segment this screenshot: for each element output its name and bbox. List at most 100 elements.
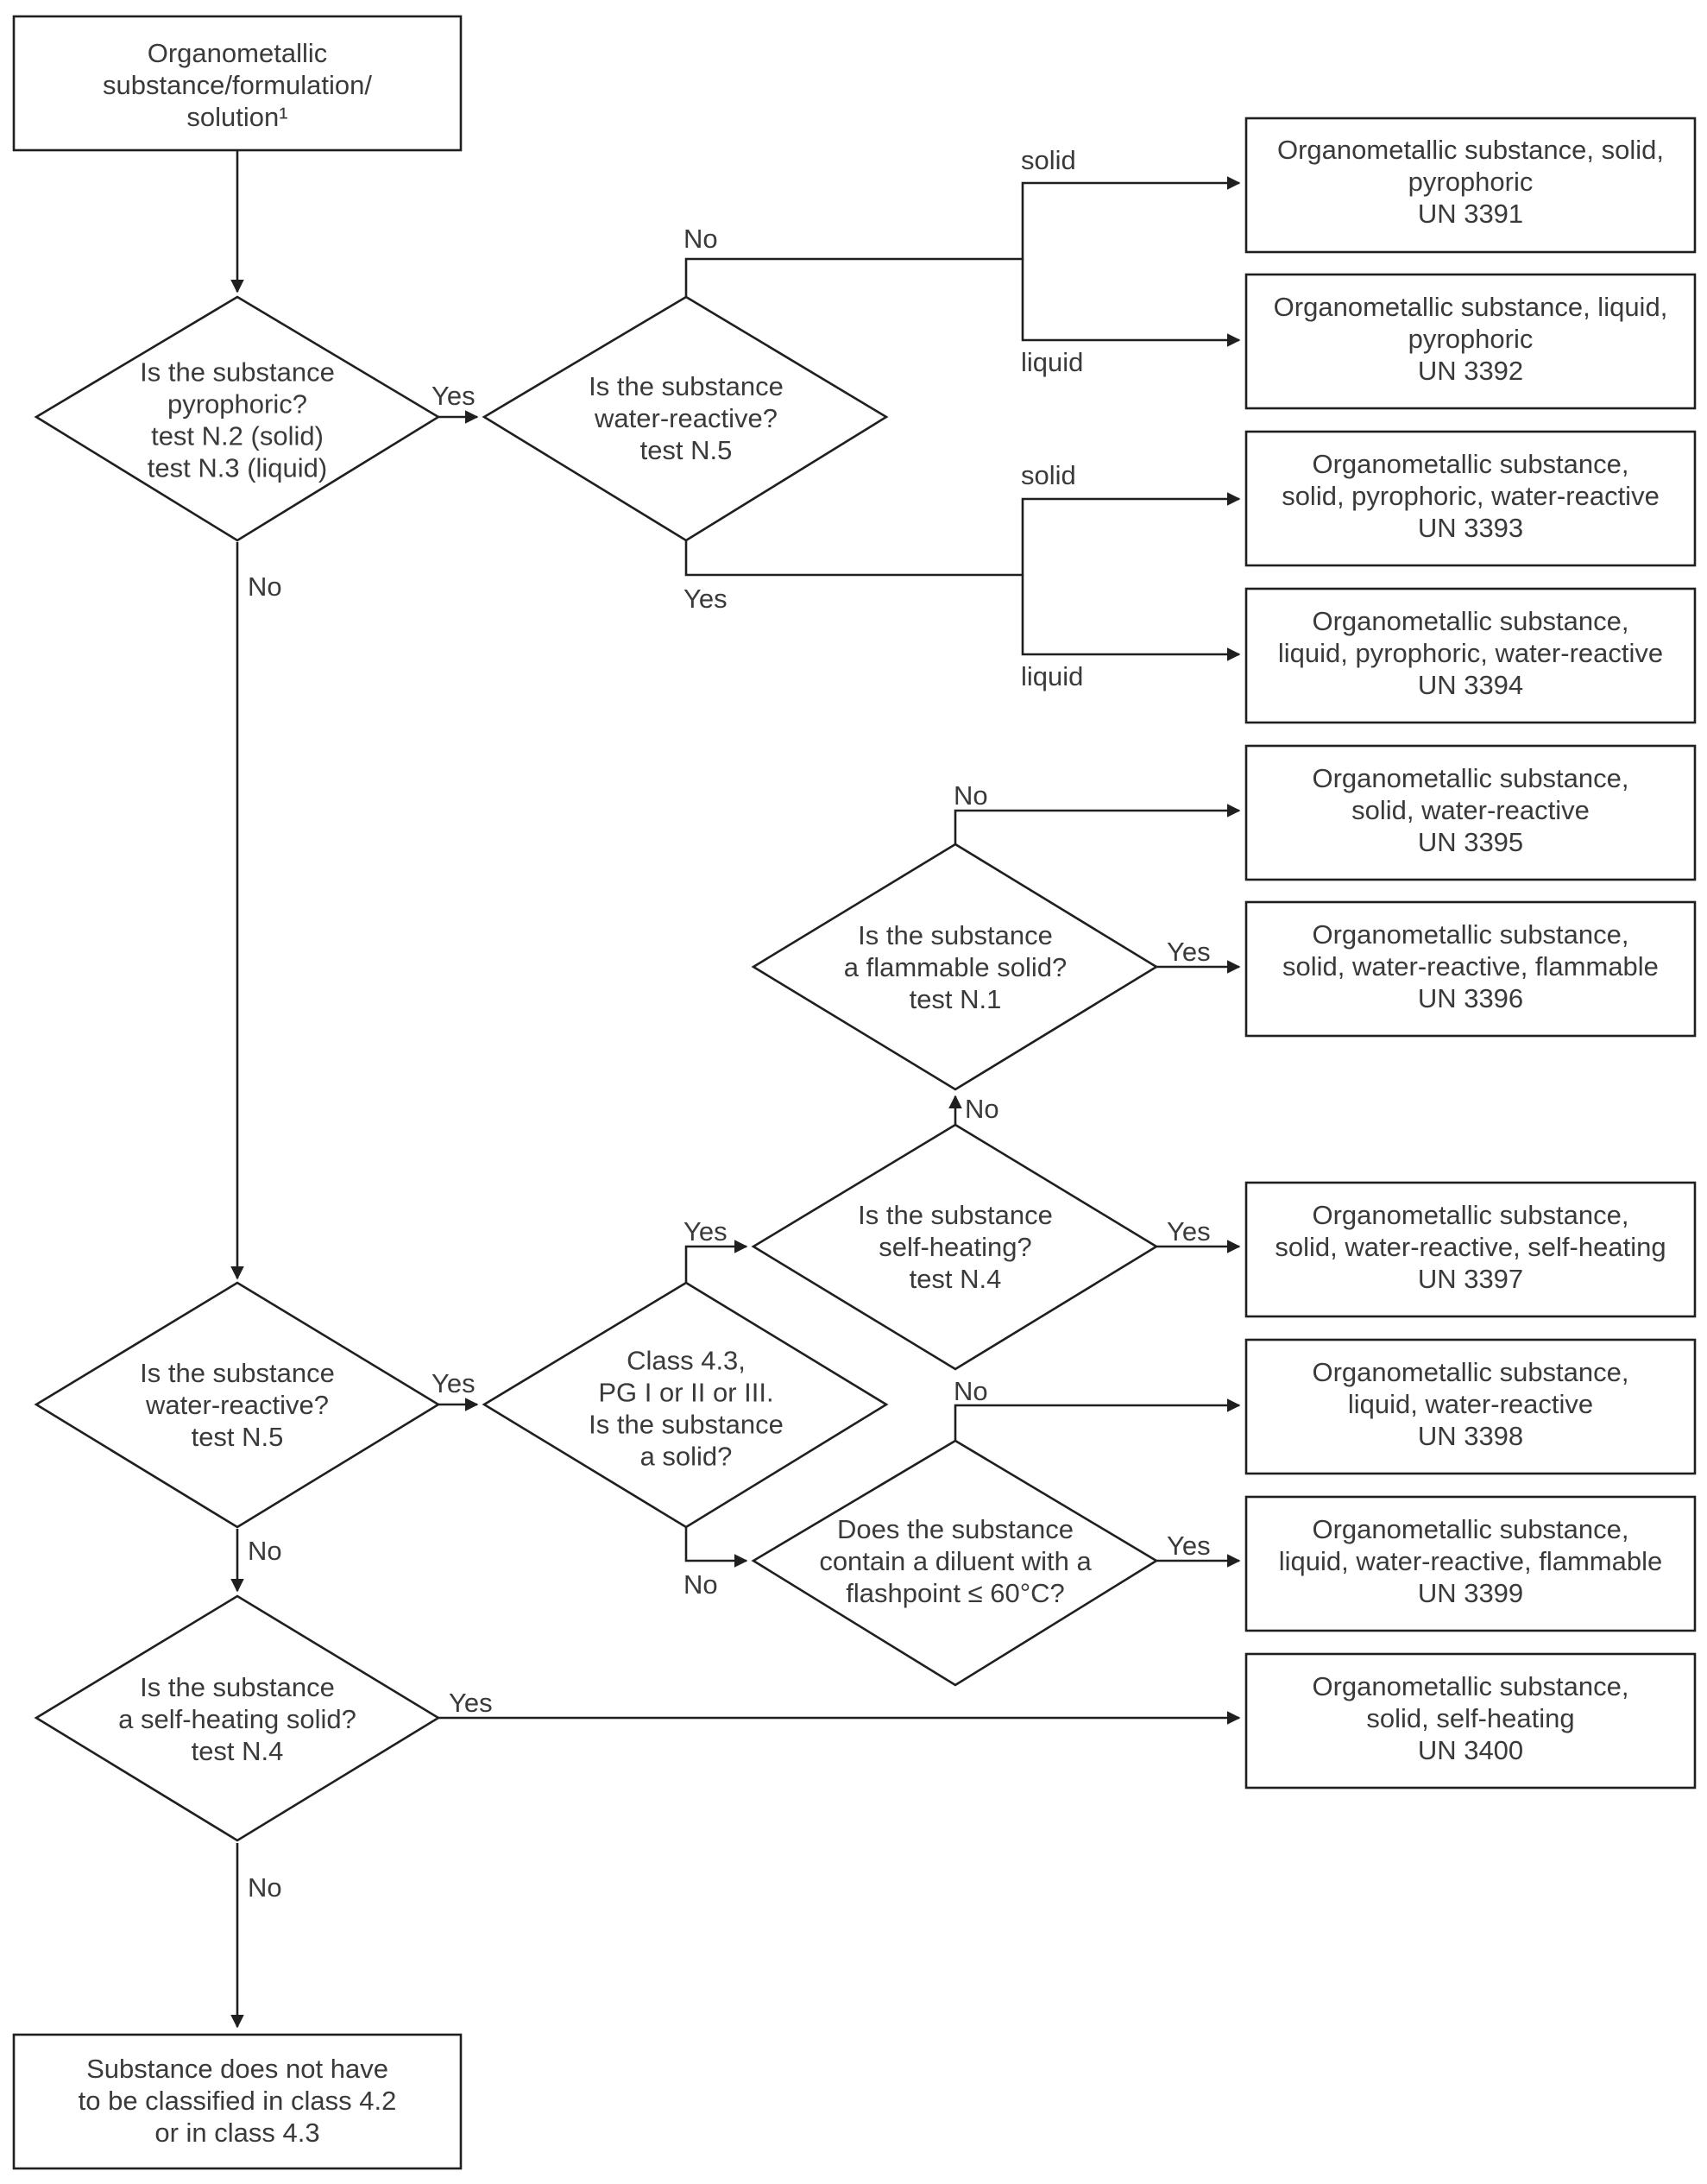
- node-text-line: Organometallic substance,: [1312, 1200, 1628, 1230]
- node-text-line: solid, water-reactive, self-heating: [1275, 1232, 1666, 1262]
- result-un3396: Organometallic substance,solid, water-re…: [1244, 900, 1697, 1038]
- node-text-line: Organometallic substance,: [1312, 1357, 1628, 1387]
- node-text-line: Is the substance: [140, 357, 335, 388]
- label-yes: Yes: [431, 381, 476, 411]
- node-text-line: a flammable solid?: [844, 952, 1067, 982]
- decision-class-4-3-text: Class 4.3,PG I or II or III.Is the subst…: [589, 1346, 784, 1472]
- label-yes: Yes: [683, 1216, 728, 1247]
- label-yes: Yes: [431, 1368, 476, 1398]
- node-text-line: Is the substance: [140, 1672, 335, 1702]
- label-no: No: [248, 1536, 282, 1566]
- result-un3393-text: Organometallic substance,solid, pyrophor…: [1282, 449, 1660, 543]
- node-text-line: Is the substance: [858, 1200, 1053, 1230]
- label-liquid: liquid: [1021, 347, 1083, 377]
- result-un3400: Organometallic substance,solid, self-hea…: [1244, 1652, 1697, 1789]
- result-un3394: Organometallic substance,liquid, pyropho…: [1244, 587, 1697, 724]
- result-un3392-text: Organometallic substance, liquid,pyropho…: [1274, 292, 1668, 386]
- node-text-line: to be classified in class 4.2: [79, 2086, 397, 2116]
- result-un3396-text: Organometallic substance,solid, water-re…: [1282, 919, 1659, 1013]
- label-no: No: [965, 1094, 999, 1124]
- node-text-line: Is the substance: [589, 1410, 784, 1440]
- label-liquid: liquid: [1021, 661, 1083, 691]
- node-text-line: solid, water-reactive, flammable: [1282, 951, 1659, 982]
- label-yes: Yes: [1167, 937, 1211, 967]
- label-yes: Yes: [449, 1688, 493, 1718]
- label-yes: Yes: [1167, 1531, 1211, 1561]
- node-text-line: Is the substance: [140, 1358, 335, 1388]
- result-un3399-text: Organometallic substance,liquid, water-r…: [1279, 1514, 1663, 1608]
- node-text-line: PG I or II or III.: [598, 1378, 773, 1408]
- node-text-line: Organometallic substance, solid,: [1277, 135, 1664, 165]
- label-solid: solid: [1021, 460, 1076, 490]
- node-text-line: UN 3400: [1418, 1735, 1523, 1765]
- result-un3391: Organometallic substance, solid,pyrophor…: [1244, 117, 1697, 254]
- node-text-line: self-heating?: [879, 1232, 1032, 1262]
- label-no: No: [248, 1872, 282, 1903]
- node-text-line: liquid, pyrophoric, water-reactive: [1278, 638, 1663, 668]
- node-text-line: Organometallic substance,: [1312, 919, 1628, 950]
- node-text-line: or in class 4.3: [154, 2118, 319, 2148]
- result-un3395-text: Organometallic substance,solid, water-re…: [1312, 763, 1628, 857]
- node-text-line: water-reactive?: [594, 403, 778, 433]
- node-text-line: UN 3396: [1418, 983, 1523, 1013]
- label-no: No: [683, 224, 718, 254]
- result-un3391-text: Organometallic substance, solid,pyrophor…: [1277, 135, 1664, 229]
- label-solid: solid: [1021, 145, 1076, 175]
- node-text-line: UN 3395: [1418, 827, 1523, 857]
- label-yes: Yes: [1167, 1216, 1211, 1247]
- node-text-line: pyrophoric: [1408, 324, 1534, 354]
- label-no: No: [954, 780, 988, 811]
- label-no: No: [954, 1376, 988, 1406]
- node-text-line: Organometallic substance,: [1312, 1514, 1628, 1544]
- node-text-line: Organometallic: [148, 38, 327, 68]
- node-text-line: Organometallic substance,: [1312, 449, 1628, 479]
- node-text-line: flashpoint ≤ 60°C?: [846, 1578, 1064, 1608]
- node-text-line: contain a diluent with a: [819, 1546, 1092, 1576]
- node-text-line: substance/formulation/: [103, 70, 372, 100]
- decision-class-4-3: Class 4.3,PG I or II or III.Is the subst…: [482, 1281, 889, 1529]
- result-un3400-text: Organometallic substance,solid, self-hea…: [1312, 1671, 1628, 1765]
- edge-class43-yes: [684, 1240, 748, 1283]
- edge-flammable-no: [954, 804, 1241, 844]
- node-text-line: test N.5: [192, 1422, 284, 1452]
- node-text-line: UN 3399: [1418, 1578, 1523, 1608]
- node-text-line: solution¹: [186, 102, 287, 132]
- node-text-line: solid, pyrophoric, water-reactive: [1282, 481, 1660, 511]
- node-text-line: UN 3398: [1418, 1421, 1523, 1451]
- node-text-line: test N.5: [640, 435, 733, 465]
- result-un3397: Organometallic substance,solid, water-re…: [1244, 1181, 1697, 1318]
- node-text-line: Organometallic substance,: [1312, 1671, 1628, 1701]
- label-no: No: [248, 571, 282, 602]
- node-text-line: Substance does not have: [86, 2054, 388, 2084]
- result-un3397-text: Organometallic substance,solid, water-re…: [1275, 1200, 1666, 1294]
- edge-labels: Yes No No solid liquid Yes solid liquid …: [248, 145, 1211, 1903]
- node-text-line: test N.4: [910, 1264, 1002, 1294]
- node-text-line: test N.3 (liquid): [148, 453, 327, 483]
- node-text-line: Does the substance: [837, 1514, 1074, 1544]
- result-un3398: Organometallic substance,liquid, water-r…: [1244, 1338, 1697, 1475]
- node-text-line: UN 3397: [1418, 1264, 1523, 1294]
- node-text-line: a solid?: [640, 1442, 733, 1472]
- node-text-line: pyrophoric?: [167, 389, 307, 420]
- label-no: No: [683, 1569, 718, 1600]
- node-text-line: water-reactive?: [145, 1390, 329, 1420]
- node-text-line: Class 4.3,: [627, 1346, 746, 1376]
- connectors: [230, 151, 1241, 2029]
- result-un3393: Organometallic substance,solid, pyrophor…: [1244, 430, 1697, 567]
- result-un3395: Organometallic substance,solid, water-re…: [1244, 744, 1697, 881]
- node-text-line: test N.1: [910, 984, 1002, 1014]
